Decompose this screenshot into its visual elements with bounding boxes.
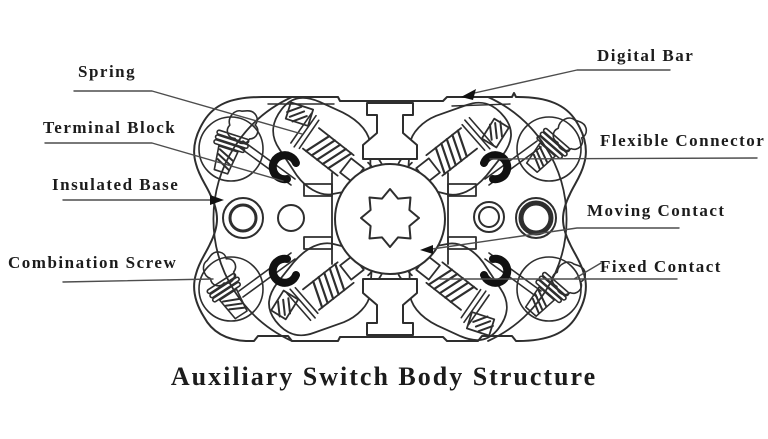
label-flexible-connector: Flexible Connector xyxy=(600,131,766,150)
label-fixed-contact: Fixed Contact xyxy=(600,257,722,276)
moving-contact-arrowhead xyxy=(420,245,433,254)
leader-spring xyxy=(73,90,303,135)
label-insulated-base: Insulated Base xyxy=(52,175,180,194)
diagram-caption: Auxiliary Switch Body Structure xyxy=(170,362,598,391)
label-moving-contact: Moving Contact xyxy=(587,201,726,220)
label-spring: Spring xyxy=(78,62,137,81)
leader-moving-contact xyxy=(431,227,680,250)
insulated-base-arrowhead xyxy=(210,195,224,205)
insulated-base-right-arc xyxy=(487,96,568,342)
top-slot xyxy=(362,102,418,160)
leader-terminal-block xyxy=(44,142,284,182)
leader-flexible-connector xyxy=(489,157,758,160)
corner-bores xyxy=(198,116,582,322)
label-combination-screw: Combination Screw xyxy=(8,253,178,272)
terminal-holes xyxy=(222,197,557,239)
bottom-slot xyxy=(362,278,418,336)
leader-combination-screw xyxy=(62,278,214,283)
leader-arrowheads xyxy=(210,89,476,254)
insulated-base-left-arc xyxy=(212,96,293,342)
moving-contact-disc xyxy=(334,163,446,275)
contact-clips xyxy=(268,151,512,287)
center-frame xyxy=(303,172,477,265)
body-outline xyxy=(193,92,587,342)
star-key-hole xyxy=(360,188,420,248)
leader-digital-bar xyxy=(469,69,671,95)
label-terminal-block: Terminal Block xyxy=(43,118,177,137)
label-digital-bar: Digital Bar xyxy=(597,46,695,65)
leader-fixed-contact xyxy=(439,262,678,280)
leader-lines xyxy=(44,69,758,283)
digital-bar-arrowhead xyxy=(461,89,476,100)
